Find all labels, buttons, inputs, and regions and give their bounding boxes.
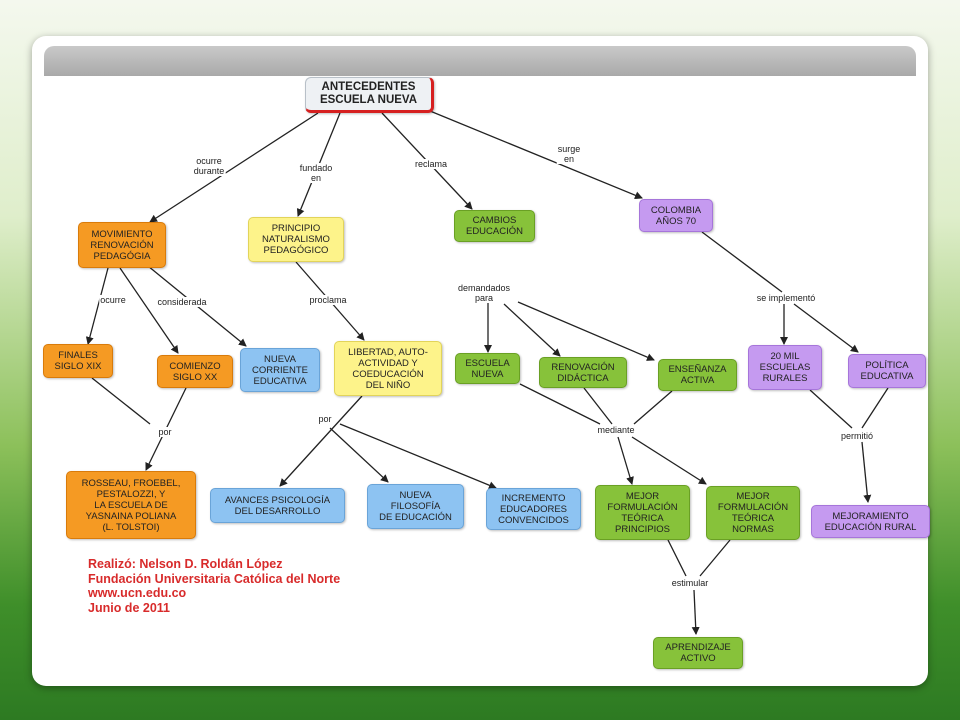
label-por-mid: por [317,414,333,424]
credit-author: Realizó: Nelson D. Roldán López [88,557,283,571]
edge-cambios-renovacion [503,303,561,357]
credit-date: Junio de 2011 [88,600,170,615]
label-permitio: permitió [839,431,875,441]
label-ocurre: ocurre [99,295,127,305]
credit-website: www.ucn.edu.co [88,586,187,600]
node-mejoramiento: MEJORAMIENTO EDUCACIÓN RURAL [811,505,930,538]
edge-mediante-normas [631,436,707,485]
node-avances: AVANCES PSICOLOGÍA DEL DESARROLLO [210,488,345,523]
label-surge-en: surge en [556,144,582,164]
node-principio: PRINCIPIO NATURALISMO PEDAGÓGICO [248,217,344,262]
edge-principios-estimular [667,539,687,577]
label-reclama: reclama [413,159,449,169]
edge-libertad-incremento [339,423,497,490]
credits-block: Realizó: Nelson D. Roldán López Fundació… [88,557,340,615]
edge-root-movimiento [149,112,319,223]
slide-header-bar [44,46,916,76]
node-rosseau: ROSSEAU, FROEBEL, PESTALOZZI, Y LA ESCUE… [66,471,196,539]
edge-ensenanza-mediante [633,390,673,425]
edge-libertad-filosofia [329,427,389,483]
edge-estimular-aprendizaje [691,589,700,635]
edge-rurales-permitio [809,389,853,429]
edge-movimiento-comienzo [119,267,179,354]
node-normas: MEJOR FORMULACIÓN TEÓRICA NORMAS [706,486,800,540]
edge-implemento-politica [793,303,859,353]
label-demandados-para: demandados para [456,283,512,303]
node-comienzo: COMIENZO SIGLO XX [157,355,233,388]
node-filosofia: NUEVA FILOSOFÍA DE EDUCACIÓN [367,484,464,529]
edge-mediante-principios [617,436,634,485]
edge-libertad-avances [279,395,363,487]
root-node: ANTECEDENTES ESCUELA NUEVA [305,77,434,113]
node-escuelas-rurales: 20 MIL ESCUELAS RURALES [748,345,822,390]
label-estimular: estimular [670,578,710,588]
node-renovacion-didactica: RENOVACIÓN DIDÁCTICA [539,357,627,388]
node-nueva-corriente: NUEVA CORRIENTE EDUCATIVA [240,348,320,392]
credit-institution: Fundación Universitaria Católica del Nor… [88,571,341,586]
edge-finales-rosseau [91,377,151,425]
node-finales: FINALES SIGLO XIX [43,344,113,378]
label-mediante: mediante [596,425,636,435]
label-ocurre-durante: ocurre durante [192,156,226,176]
node-aprendizaje: APRENDIZAJE ACTIVO [653,637,743,669]
label-se-implemento: se implementó [755,293,817,303]
node-libertad: LIBERTAD, AUTO- ACTIVIDAD Y COEDUCACIÓN … [334,341,442,396]
node-movimiento: MOVIMIENTO RENOVACIÓN PEDAGÓGIA [78,222,166,268]
node-escuela-nueva: ESCUELA NUEVA [455,353,520,384]
node-cambios: CAMBIOS EDUCACIÓN [454,210,535,242]
edge-politica-permitio [861,387,889,429]
edge-escuela-mediante [519,383,601,425]
label-por-left: por [157,427,173,437]
label-considerada: considerada [156,297,208,307]
edge-root-colombia [429,110,643,200]
edge-normas-estimular [699,539,731,577]
edge-renovacion-mediante [583,387,613,425]
node-principios: MEJOR FORMULACIÓN TEÓRICA PRINCIPIOS [595,485,690,540]
node-politica-educativa: POLÍTICA EDUCATIVA [848,354,926,388]
edge-colombia-implemento [701,231,783,293]
node-incremento: INCREMENTO EDUCADORES CONVENCIDOS [486,488,581,530]
label-proclama: proclama [308,295,348,305]
node-ensenanza-activa: ENSEÑANZA ACTIVA [658,359,737,391]
edge-permitio-mejoramiento [861,441,872,503]
label-fundado-en: fundado en [298,163,334,183]
edge-movimiento-finales [85,267,109,345]
edge-cambios-ensenanza [517,301,655,361]
node-colombia: COLOMBIA AÑOS 70 [639,199,713,232]
